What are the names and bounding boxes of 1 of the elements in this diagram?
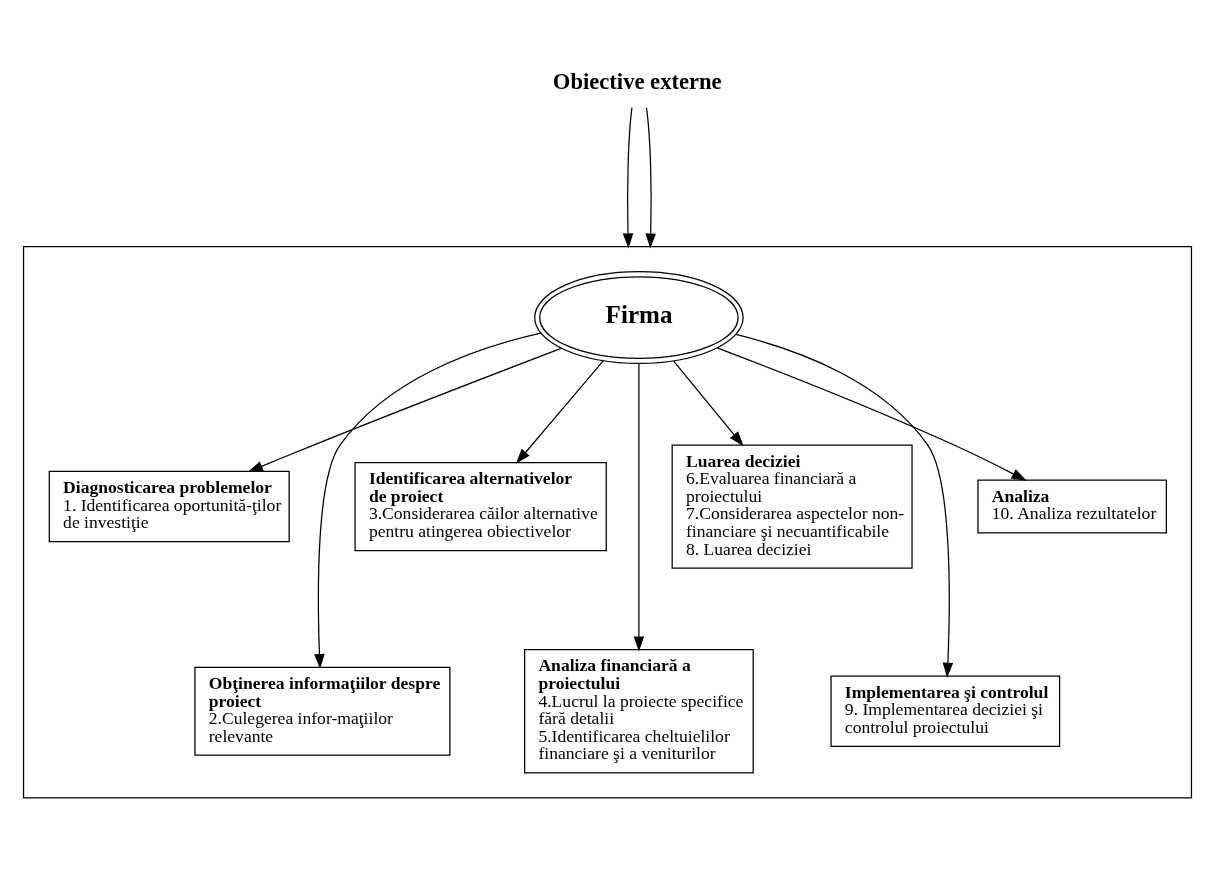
node-text: Obiective externe	[552, 68, 722, 94]
